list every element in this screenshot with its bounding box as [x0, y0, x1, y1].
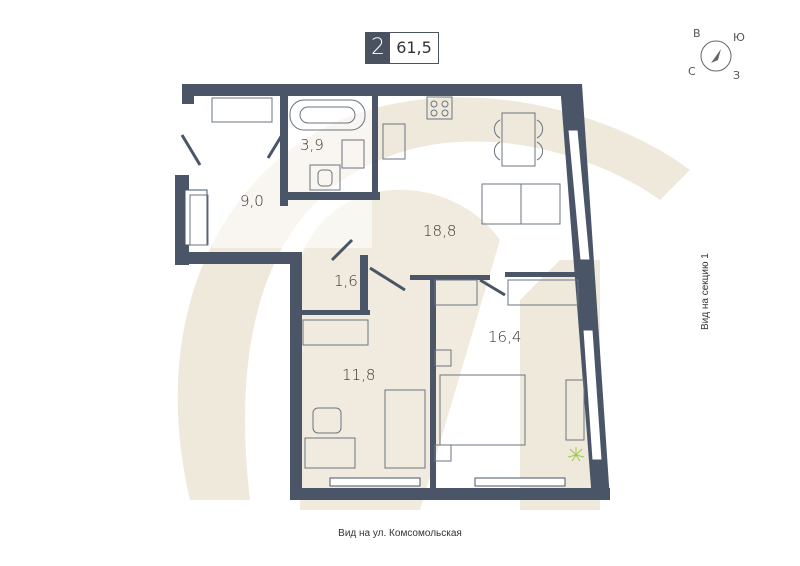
room-area-hall: 9,0 — [240, 192, 264, 210]
room-area-toilet: 1,6 — [334, 272, 358, 290]
furniture — [189, 96, 585, 469]
apartment-badge: 2 61,5 — [365, 32, 439, 64]
compass-north: С — [688, 65, 696, 78]
walls — [175, 84, 610, 500]
compass-icon — [700, 40, 732, 72]
side-view-label: Вид на секцию 1 — [700, 253, 711, 330]
compass: В Ю С З — [683, 25, 753, 85]
compass-south: Ю — [733, 31, 745, 44]
room-area-bathroom: 3,9 — [300, 136, 324, 154]
total-area: 61,5 — [390, 33, 438, 63]
doors — [180, 134, 506, 297]
compass-east: В — [693, 27, 701, 40]
room-area-bedroom-large: 16,4 — [488, 328, 522, 346]
rooms-count: 2 — [366, 33, 390, 63]
room-area-bedroom-small: 11,8 — [342, 366, 376, 384]
bottom-view-label: Вид на ул. Комсомольская — [338, 528, 462, 539]
room-area-kitchen-living: 18,8 — [423, 222, 457, 240]
compass-west: З — [733, 69, 741, 82]
plant-icon — [567, 447, 585, 462]
floors — [212, 98, 372, 248]
